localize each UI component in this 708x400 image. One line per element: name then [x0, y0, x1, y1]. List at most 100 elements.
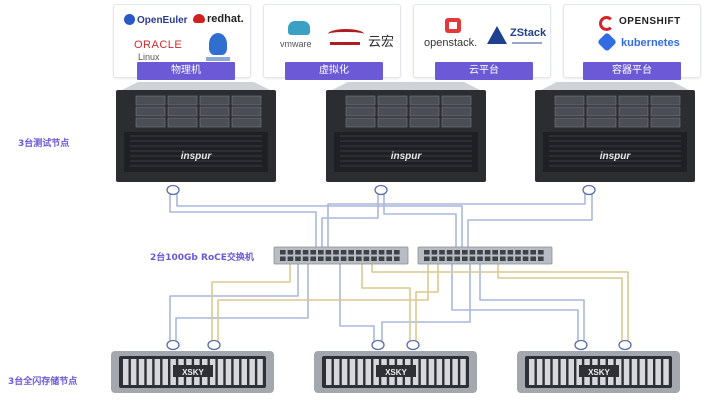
drive-bay [167, 95, 198, 106]
switch-port [310, 250, 316, 255]
switch-port [530, 256, 536, 261]
drive-bay [441, 106, 472, 117]
test-nodes-label: 3台测试节点 [18, 139, 70, 149]
server-front-panel [543, 132, 687, 172]
switch-port [340, 250, 347, 255]
switch-port [280, 250, 286, 255]
kubernetes-logo: kubernetes [621, 37, 680, 49]
vmware-icon [288, 21, 310, 35]
drive-bay [441, 95, 472, 106]
drive-bay [199, 117, 230, 128]
switch-port [538, 256, 544, 261]
winhong-icon [328, 29, 364, 39]
openeuler-icon [124, 14, 135, 25]
cable-gold-stor2b [415, 264, 439, 345]
switch-chassis [417, 246, 553, 265]
test-server-2: inspur [326, 82, 486, 182]
storage-drive [233, 359, 240, 385]
drive-bay [554, 117, 585, 128]
drive-bay [377, 95, 408, 106]
drive-bay [377, 117, 408, 128]
zstack-sub-icon [512, 42, 542, 44]
vmware-logo: vmware [280, 39, 312, 49]
switch-port [363, 256, 370, 261]
openshift-icon [599, 16, 614, 31]
drive-bay [345, 95, 376, 106]
storage-node-3: XSKY [517, 351, 680, 393]
storage-drive [536, 359, 543, 385]
storage-drive [326, 359, 332, 385]
cable-gold-stor1b [217, 264, 429, 345]
cable-connector-5 [371, 339, 385, 351]
storage-drive [460, 359, 466, 385]
cable-test2-sw2 [383, 190, 457, 248]
storage-drive [225, 359, 232, 385]
switch-port [356, 250, 362, 255]
switch-port [446, 250, 453, 255]
server-front-panel [334, 132, 478, 172]
cable-sw1-stor2 [339, 264, 375, 345]
storage-drive [357, 359, 364, 385]
drive-bay [409, 95, 440, 106]
switch-port [462, 256, 468, 261]
switch-port [302, 256, 309, 261]
redhat-icon [193, 14, 205, 23]
zstack-icon [487, 26, 507, 44]
drive-bay [231, 95, 262, 106]
switch-port [515, 256, 521, 261]
switch-port [363, 250, 370, 255]
cable-test3-sw2 [467, 190, 593, 248]
cable-connector-6 [406, 339, 420, 351]
storage-drive [428, 359, 435, 385]
switch-port [333, 256, 339, 261]
switch-port [318, 256, 324, 261]
drive-bay [345, 106, 376, 117]
switch-port [348, 250, 354, 255]
server-brand: inspur [600, 151, 632, 162]
storage-drive [647, 359, 653, 385]
storage-drive [123, 359, 129, 385]
switch-port [439, 256, 445, 261]
switch-port [371, 250, 377, 255]
switch-port [378, 250, 385, 255]
server-brand: inspur [391, 151, 423, 162]
switch-port [500, 250, 506, 255]
switch-port [477, 250, 483, 255]
drive-bay [135, 117, 166, 128]
zstack-logo: ZStack [510, 27, 547, 39]
drive-bay [167, 117, 198, 128]
openstack-logo: openstack. [424, 37, 478, 49]
storage-drive [436, 359, 443, 385]
switch-port [446, 256, 453, 261]
storage-logo-bg [579, 365, 619, 377]
switch-port [394, 256, 400, 261]
redhat-logo: redhat. [193, 13, 244, 25]
switch-port [462, 250, 468, 255]
cable-connector-4 [207, 339, 221, 351]
drive-bay [650, 117, 681, 128]
cable-test1-sw2 [176, 190, 463, 248]
storage-drive [631, 359, 638, 385]
server-top-panel [541, 82, 689, 90]
storage-logo-bg [376, 365, 416, 377]
storage-drive [639, 359, 646, 385]
switch-port [484, 256, 491, 261]
drive-bay [231, 117, 262, 128]
switch-port [507, 256, 514, 261]
cable-connector-2 [582, 184, 596, 196]
cable-gold-stor3b [371, 264, 629, 345]
drive-bay [618, 106, 649, 117]
server-top-panel [332, 82, 480, 90]
storage-drive [249, 359, 255, 385]
switch-port [333, 250, 339, 255]
switch-port [500, 256, 506, 261]
storage-drive [560, 359, 567, 385]
switch-port [295, 256, 301, 261]
drive-bay [377, 106, 408, 117]
switch-port [348, 256, 354, 261]
storage-drive [444, 359, 450, 385]
kylin-text-icon [206, 57, 230, 61]
switch-port [530, 250, 536, 255]
switch-chassis [273, 246, 409, 265]
openstack-icon-inner [449, 22, 457, 29]
